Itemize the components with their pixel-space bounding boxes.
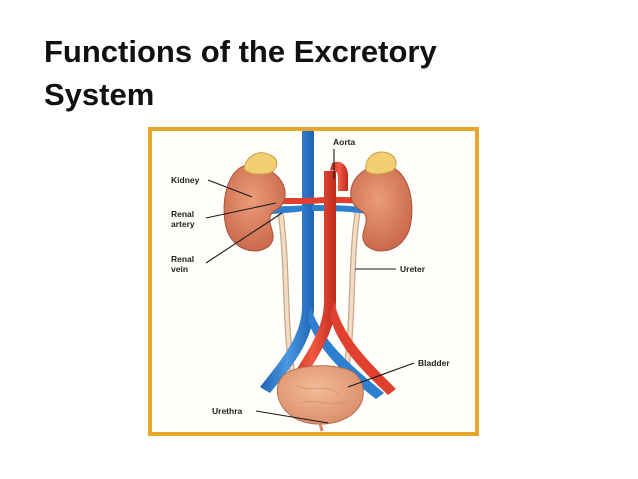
label-kidney: Kidney [171,175,200,185]
slide-title-line-2: System [44,77,155,112]
label-bladder: Bladder [418,358,450,368]
renal-vein-leader-line [205,212,283,264]
label-renal-artery-line-1: Renal [171,209,194,219]
bladder [276,365,364,432]
slide-title: Functions of the Excretory System [44,30,564,116]
label-aorta: Aorta [333,137,355,147]
label-urethra: Urethra [212,406,243,416]
renal-artery-leader-line [205,202,277,219]
kidney-leader-line [207,179,253,198]
slide-title-line-1: Functions of the Excretory [44,34,437,69]
label-renal-vein-line-2: vein [171,264,188,274]
label-renal-artery-line-2: artery [171,219,195,229]
leader-lines [205,149,415,424]
label-renal-vein-line-1: Renal [171,254,194,264]
excretory-system-figure: Aorta Kidney Renal artery Renal vein Ure… [148,127,479,436]
bladder-leader-line [347,362,415,388]
excretory-system-diagram: Aorta Kidney Renal artery Renal vein Ure… [171,131,450,432]
label-ureter: Ureter [400,264,426,274]
urethra-leader-line [255,410,329,424]
